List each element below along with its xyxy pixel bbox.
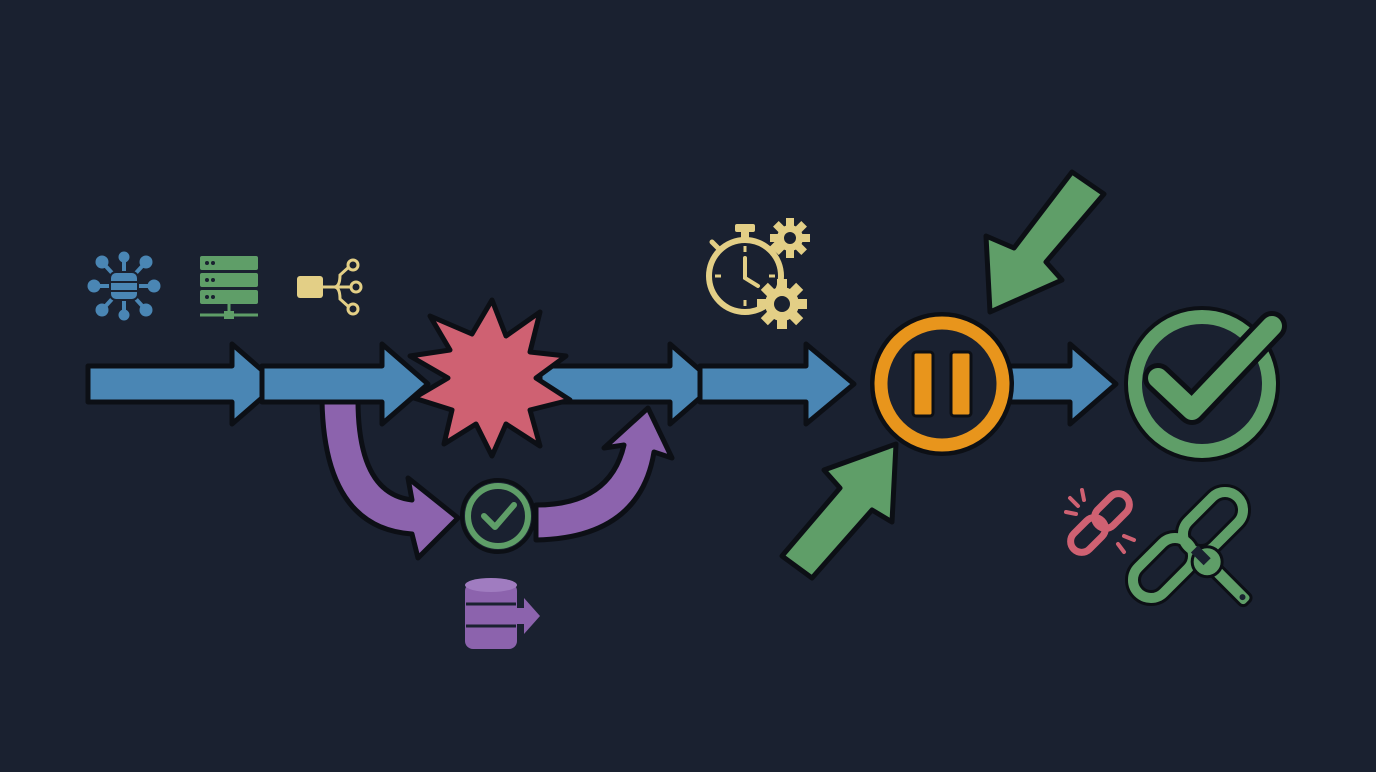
flow-arrow-2 [259,341,431,427]
pause-circle-icon [870,312,1014,456]
stopwatch-gears-icon [706,218,810,329]
branch-output-icon [297,258,363,316]
database-export-icon [465,578,540,649]
large-check-circle-icon [1124,306,1287,462]
retry-detour-arrow [319,397,675,561]
server-icon [200,256,258,319]
check-circle-icon [460,478,536,554]
pressure-arrow-top [983,169,1107,315]
database-network-icon [87,251,161,321]
flow-arrow-1 [85,341,281,427]
main-flow-arrow [85,341,1119,427]
pressure-arrow-bottom [779,441,899,581]
explosion-icon [407,297,573,459]
link-wrench-icon [1124,483,1253,608]
flow-arrow-5 [1005,341,1119,427]
converging-pressure-arrow [779,169,1107,581]
broken-link-icon [1064,488,1136,556]
flow-arrow-4 [697,341,857,427]
